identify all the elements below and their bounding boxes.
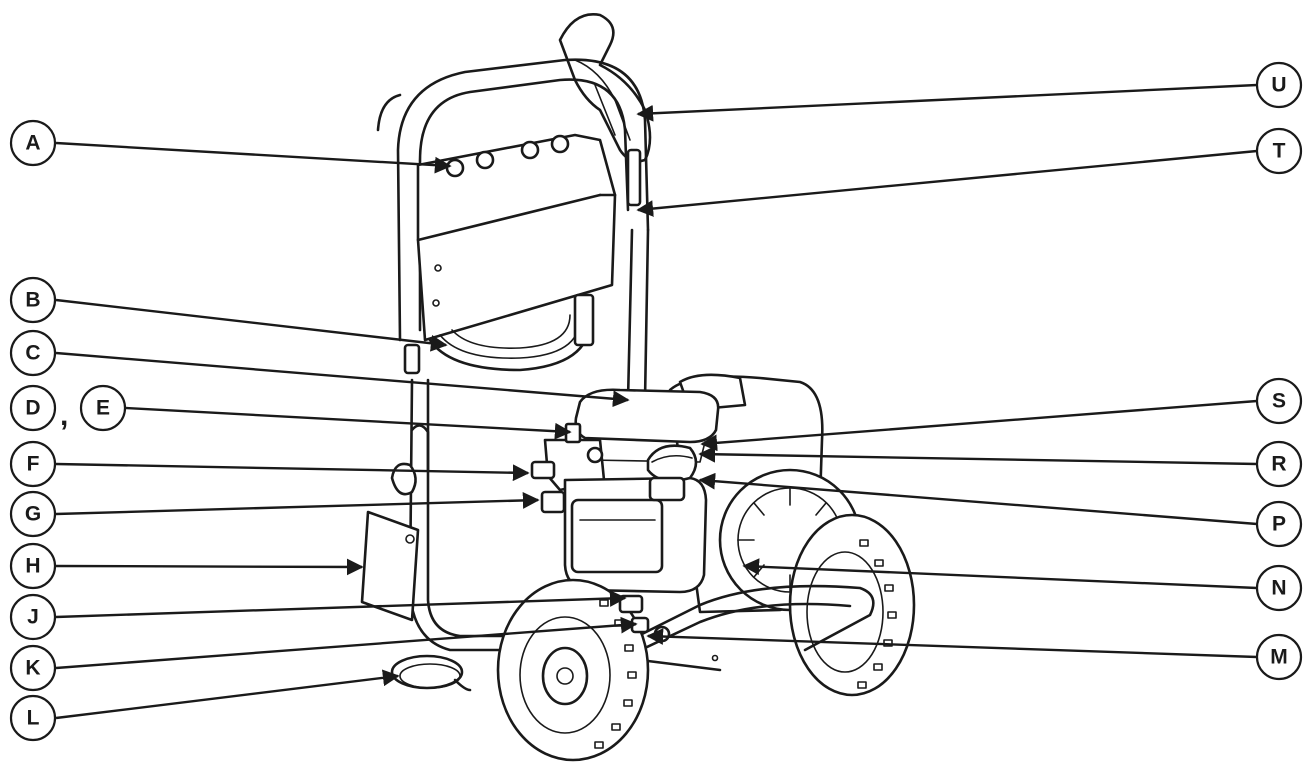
leader-k — [55, 616, 638, 670]
leader-p — [698, 472, 1258, 526]
callout-t: T — [1255, 127, 1303, 175]
leader-l — [55, 669, 400, 720]
callout-u-label: U — [1271, 74, 1286, 97]
callout-e: E — [79, 384, 127, 432]
leader-h — [55, 558, 364, 576]
callout-d: D — [9, 384, 57, 432]
leader-j — [55, 590, 627, 619]
callout-u: U — [1255, 61, 1303, 109]
callout-h-label: H — [25, 555, 40, 578]
leader-e — [125, 406, 572, 440]
pressure-washer-illustration — [360, 12, 916, 762]
callout-g-label: G — [25, 503, 41, 526]
callout-g: G — [9, 490, 57, 538]
callout-b-label: B — [25, 289, 40, 312]
leader-r — [698, 445, 1258, 466]
pump-art — [530, 422, 606, 514]
leader-m — [646, 628, 1258, 659]
callout-a-label: A — [25, 132, 40, 155]
callout-m: M — [1255, 633, 1303, 681]
callout-f: F — [9, 440, 57, 488]
nozzle-holder-box-art — [416, 133, 617, 342]
callout-t-label: T — [1273, 140, 1286, 163]
leader-u — [636, 83, 1258, 122]
hose-coil-art — [403, 293, 595, 375]
manual-card-art — [360, 510, 420, 622]
callout-s: S — [1255, 377, 1303, 425]
callout-l-label: L — [27, 707, 40, 730]
rear-wheel-art — [788, 513, 916, 697]
callout-m-label: M — [1270, 646, 1288, 669]
callout-c-label: C — [25, 342, 40, 365]
handle-frame-art — [376, 58, 650, 402]
leader-lines — [55, 83, 1258, 720]
callout-c: C — [9, 329, 57, 377]
fuel-tank-art — [563, 444, 708, 594]
callout-j-label: J — [27, 606, 39, 629]
callout-a: A — [9, 119, 57, 167]
callout-d-label: D — [25, 397, 40, 420]
leader-s — [700, 399, 1258, 452]
callout-k-label: K — [25, 657, 40, 680]
leader-b — [55, 298, 448, 352]
callout-r-label: R — [1271, 453, 1286, 476]
callout-p-label: P — [1272, 513, 1286, 536]
callout-b: B — [9, 276, 57, 324]
callout-k: K — [9, 644, 57, 692]
de-separator: , — [60, 399, 68, 432]
leader-g — [55, 492, 540, 516]
callout-e-label: E — [96, 397, 110, 420]
leader-c — [55, 351, 630, 408]
leader-n — [742, 558, 1258, 590]
callout-n: N — [1255, 564, 1303, 612]
leader-a — [55, 141, 452, 174]
callout-f-label: F — [27, 453, 40, 476]
callout-n-label: N — [1271, 577, 1286, 600]
callout-j: J — [9, 593, 57, 641]
leader-t — [636, 149, 1258, 217]
siphon-tube-art — [390, 654, 472, 692]
leader-f — [55, 462, 530, 482]
callout-s-label: S — [1272, 390, 1286, 413]
callout-p: P — [1255, 500, 1303, 548]
callout-l: L — [9, 694, 57, 742]
callout-r: R — [1255, 440, 1303, 488]
callout-h: H — [9, 542, 57, 590]
